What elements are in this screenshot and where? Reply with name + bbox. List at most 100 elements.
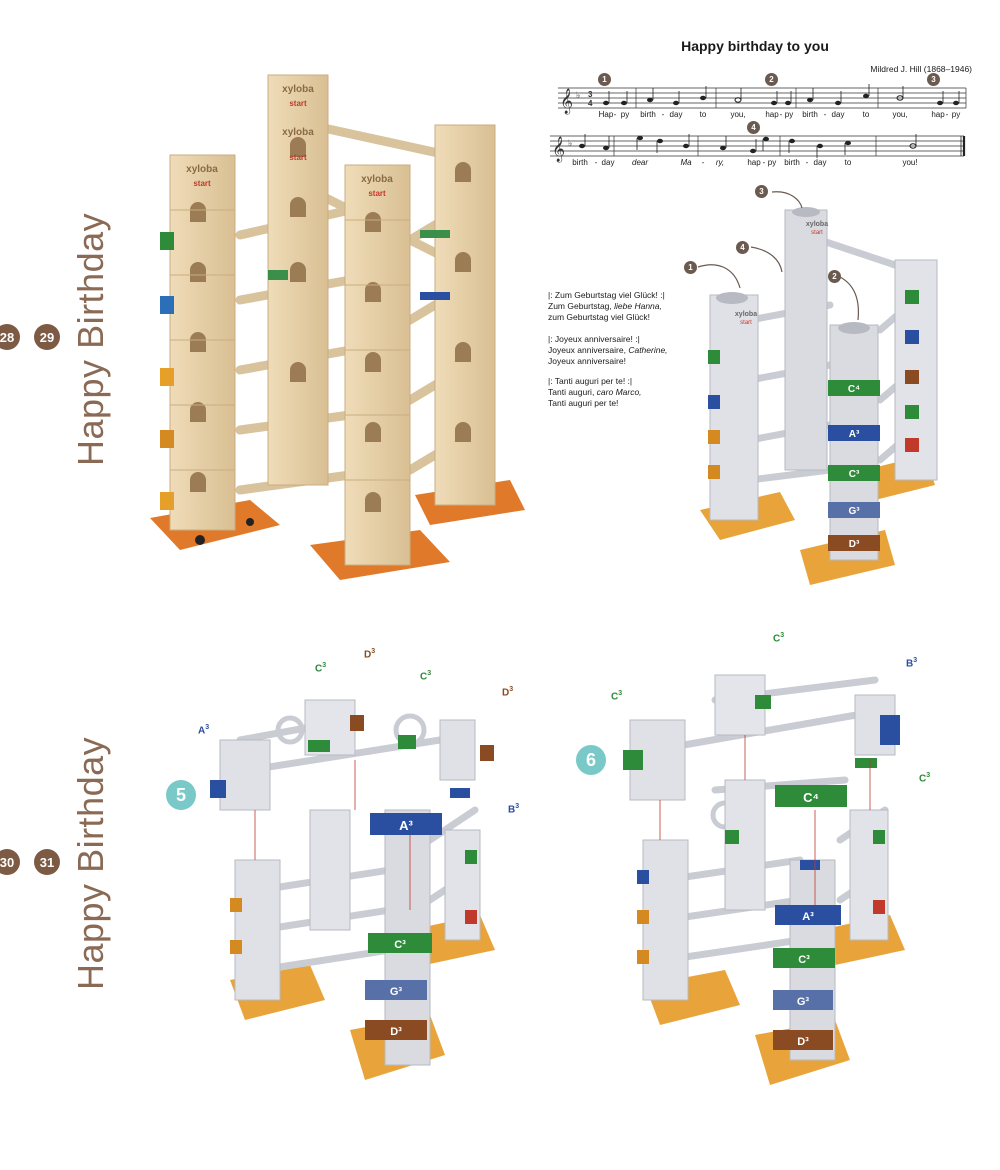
lyric: - (945, 110, 949, 119)
verse-text: Tanti auguri, (548, 387, 597, 397)
step-badge-6: 6 (576, 745, 606, 775)
label-c3-top: C3 (773, 632, 784, 644)
note-octave: 3 (618, 690, 623, 697)
lyric: to (862, 110, 870, 119)
note-bar-label: D³ (390, 1026, 402, 1038)
lyric: day (813, 158, 827, 167)
assembly-diagram-step-6: C⁴ A³ C³ G³ D³ (623, 674, 905, 1085)
page-number-28: 28 (0, 324, 20, 350)
label-c3-second: C3 (420, 670, 431, 682)
note-letter: D (364, 649, 372, 661)
lyric: py (784, 110, 794, 119)
song-marker-3: 3 (927, 73, 940, 86)
note-bar-label: A³ (849, 429, 860, 440)
song-title: Happy birthday to you (681, 38, 829, 54)
note-octave: 3 (926, 772, 931, 779)
diagram-marker-1: 1 (684, 261, 697, 274)
lyric: you, (730, 110, 746, 119)
brand-front: xyloba (361, 174, 393, 185)
diagram-start: start (740, 320, 752, 326)
note-octave: 3 (322, 662, 327, 669)
svg-text:𝄞: 𝄞 (552, 136, 565, 162)
lyric: birth (640, 110, 656, 119)
verse-name: caro Marco, (596, 387, 642, 397)
start-front: start (368, 189, 386, 198)
diagram-brand: xyloba (806, 221, 828, 228)
note-letter: D (502, 687, 510, 699)
note-bar-label: C³ (394, 939, 406, 951)
note-letter: C (611, 691, 619, 703)
diagram-marker-4: 4 (736, 241, 749, 254)
brand-left: xyloba (186, 164, 218, 175)
music-staff-line-1: 𝄞 ♭ 3 4 (558, 84, 967, 114)
note-letter: C (919, 773, 927, 785)
label-d3-first: D3 (364, 648, 375, 660)
lyric: - (661, 110, 665, 119)
lyric: - (701, 158, 705, 167)
start-left: start (193, 179, 211, 188)
brand-middle-top: xyloba (282, 84, 314, 95)
song-marker-1: 1 (598, 73, 611, 86)
note-bar-label: D³ (797, 1036, 809, 1048)
verse-line: zum Geburtstag viel Glück! (548, 312, 651, 322)
lyrics-line-1: Hap - py birth - day to you, hap - py bi… (548, 110, 968, 122)
lyric: Hap (598, 110, 614, 119)
note-bar-label: C⁴ (848, 384, 860, 395)
lyric: hap (747, 158, 761, 167)
verse-german: |: Zum Geburtstag viel Glück! :| Zum Geb… (548, 290, 708, 323)
lyric: birth (572, 158, 588, 167)
song-marker-2: 2 (765, 73, 778, 86)
brand-middle: xyloba (282, 127, 314, 138)
note-letter: C (315, 663, 323, 675)
lyric: - (594, 158, 598, 167)
lyric: - (613, 110, 617, 119)
verse-french: |: Joyeux anniversaire! :| Joyeux annive… (548, 334, 708, 367)
start-middle-top: start (289, 99, 307, 108)
verse-italian: |: Tanti auguri per te! :| Tanti auguri,… (548, 376, 708, 409)
diagram-marker-3: 3 (755, 185, 768, 198)
lyric: to (699, 110, 707, 119)
lyric: birth (802, 110, 818, 119)
note-letter: C (420, 671, 428, 683)
verse-line: Joyeux anniversaire, Catherine, (548, 345, 708, 356)
note-octave: 3 (371, 648, 376, 655)
lyric: birth (784, 158, 800, 167)
lyric: py (767, 158, 777, 167)
lyric: - (762, 158, 766, 167)
verse-line: |: Zum Geburtstag viel Glück! :| (548, 290, 665, 300)
note-octave: 3 (780, 632, 785, 639)
label-c3-left: C3 (611, 690, 622, 702)
lyric: Ma (680, 158, 692, 167)
svg-text:3: 3 (588, 90, 593, 99)
diagram-start: start (811, 230, 823, 236)
lyric: you! (902, 158, 918, 167)
verse-text: Joyeux anniversaire, (548, 345, 629, 355)
page-number-31: 31 (34, 849, 60, 875)
song-marker-4: 4 (747, 121, 760, 134)
verse-line: |: Tanti auguri per te! :| (548, 376, 633, 386)
svg-text:♭: ♭ (576, 90, 580, 100)
note-letter: B (906, 658, 914, 670)
lyric: - (805, 158, 809, 167)
assembly-diagram-overview: C⁴ A³ C³ G³ D³ xyloba start xyloba start (697, 191, 938, 585)
note-bar-label: C³ (798, 954, 810, 966)
lyric: day (669, 110, 683, 119)
note-octave: 3 (509, 686, 514, 693)
start-middle: start (289, 153, 307, 162)
note-bar-label: G³ (390, 986, 403, 998)
note-letter: B (508, 804, 516, 816)
lyric: hap (765, 110, 779, 119)
svg-text:4: 4 (588, 99, 593, 108)
lyric: ry, (715, 158, 725, 167)
note-bar-label: A³ (399, 818, 413, 833)
lyric: day (601, 158, 615, 167)
verse-line: |: Joyeux anniversaire! :| (548, 334, 640, 344)
note-octave: 3 (515, 803, 520, 810)
page-number-29: 29 (34, 324, 60, 350)
note-bar-label: A³ (802, 911, 814, 923)
diagram-marker-2: 2 (828, 270, 841, 283)
label-b3: B3 (906, 657, 917, 669)
verse-line: Tanti auguri per te! (548, 398, 619, 408)
page-number-30: 30 (0, 849, 20, 875)
note-octave: 3 (913, 657, 918, 664)
